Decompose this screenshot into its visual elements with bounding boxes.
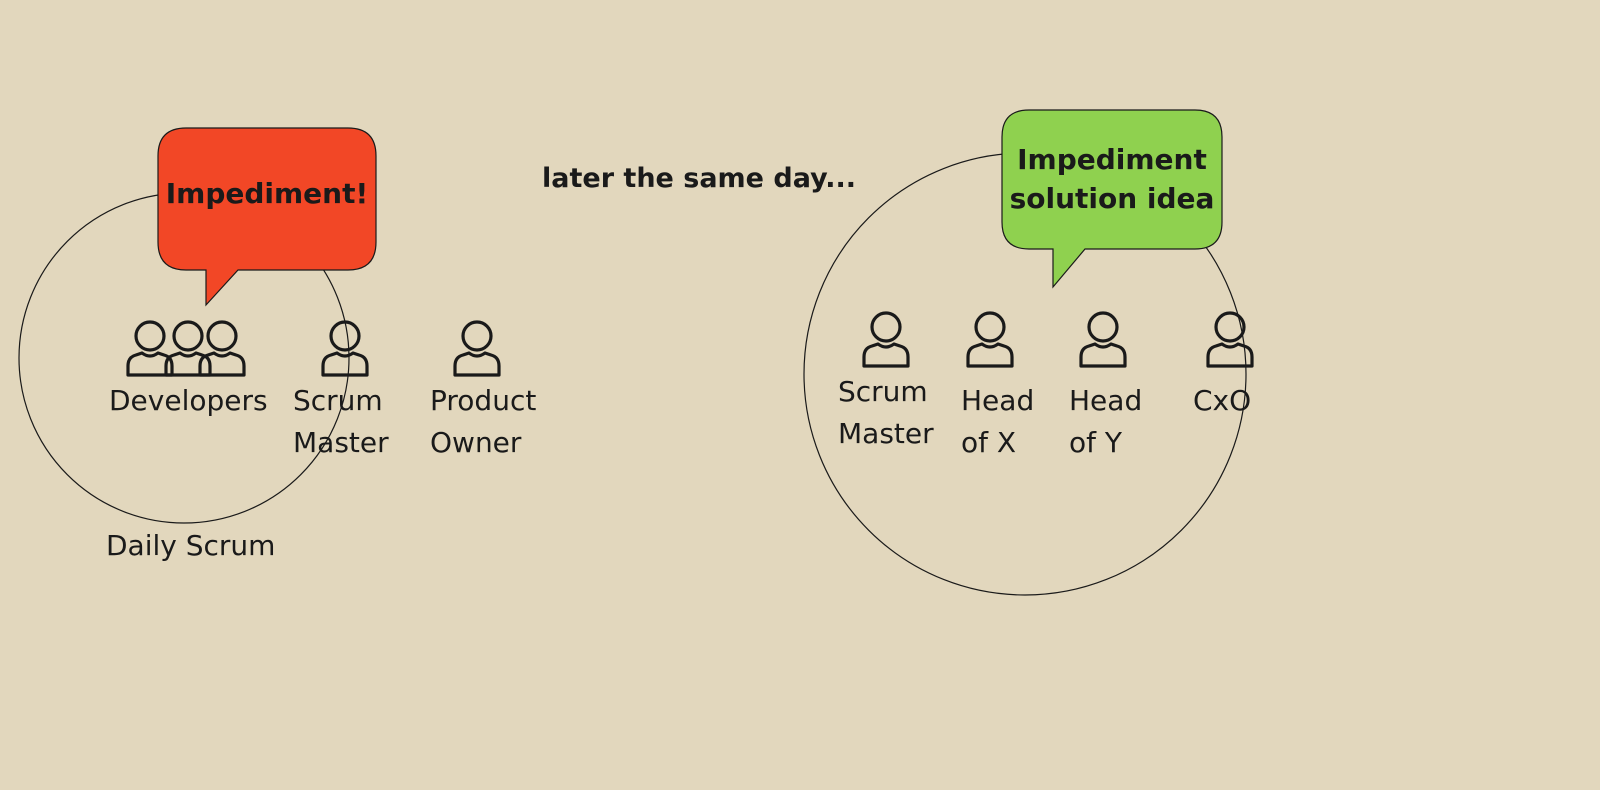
scrum-master-label: Scrum Master (293, 384, 389, 459)
person-icon (862, 311, 910, 368)
developers-label: Developers (109, 384, 268, 417)
people-group-icon (126, 320, 246, 377)
impediment-bubble-text: Impediment! (165, 177, 369, 210)
head-of-y-label: Head of Y (1069, 384, 1143, 459)
person-icon (453, 320, 501, 377)
solution-bubble-text: Impediment solution idea (1009, 143, 1215, 215)
cxo-label: CxO (1193, 384, 1252, 417)
transition-caption: later the same day... (542, 163, 856, 194)
product-owner-label: Product Owner (430, 384, 537, 459)
head-of-x-label: Head of X (961, 384, 1035, 459)
person-icon (321, 320, 369, 377)
scrum-master-label-right: Scrum Master (838, 375, 934, 450)
impediment-bubble (157, 127, 377, 307)
person-icon (966, 311, 1014, 368)
person-icon (1206, 311, 1254, 368)
daily-scrum-label: Daily Scrum (106, 529, 276, 562)
person-icon (1079, 311, 1127, 368)
solution-bubble (1001, 109, 1223, 289)
